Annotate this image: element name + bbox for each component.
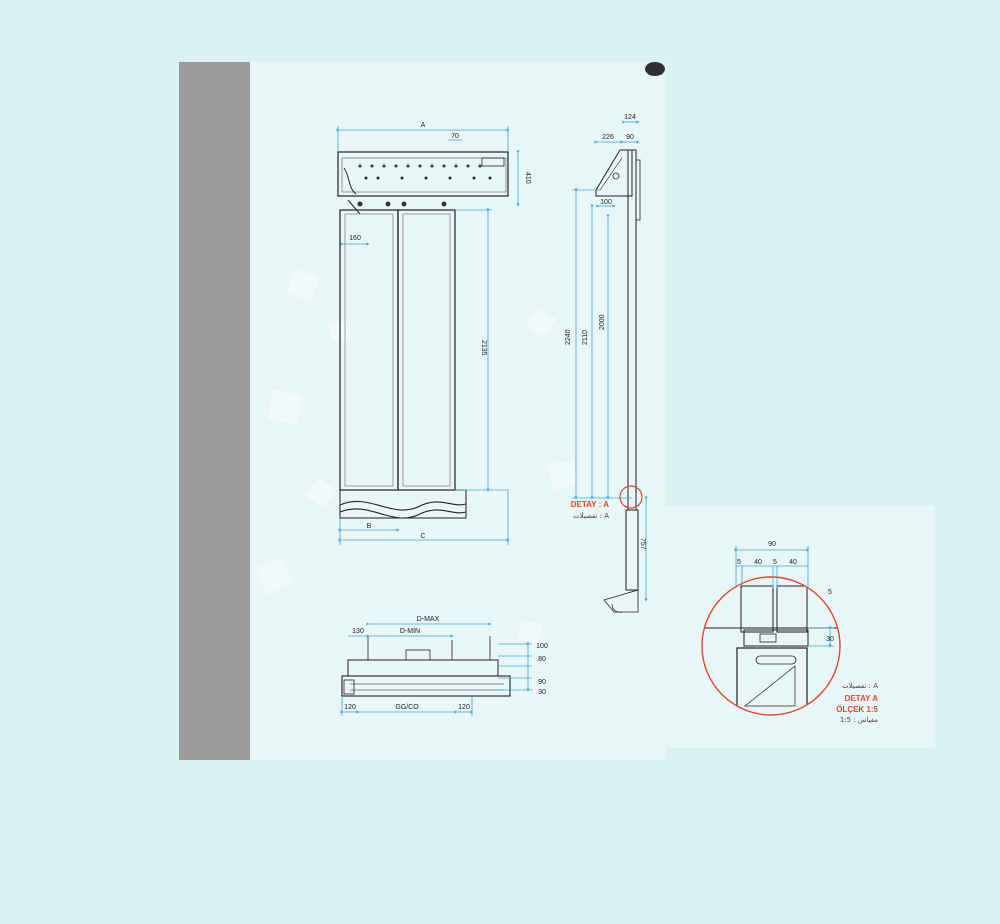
- detail-scale-ar: مقياس : 1:5: [840, 716, 878, 724]
- dim-height-main: 2135: [480, 340, 487, 356]
- plan-view: [341, 636, 511, 697]
- dim-detail-30: 30: [826, 636, 834, 643]
- corner-marker-icon: [645, 62, 665, 76]
- door-right: [397, 209, 456, 491]
- dim-side-2000: 2000: [599, 314, 606, 330]
- dim-bottom-b: B: [367, 523, 372, 530]
- side-strip: [179, 62, 250, 760]
- top-mechanism: [337, 151, 509, 197]
- dim-plan-dmax: D-MAX: [417, 616, 440, 623]
- dim-top-small: 70: [451, 133, 459, 140]
- dim-detail-40a: 40: [754, 559, 762, 566]
- detail-a-marker: [619, 485, 643, 509]
- dim-side-124: 124: [624, 114, 636, 121]
- dim-plan-90: 90: [538, 679, 546, 686]
- detail-a-label-ar: تفصيلات : A: [573, 512, 609, 520]
- dim-side-100: 100: [600, 199, 612, 206]
- detail-panel: [663, 506, 935, 748]
- dim-side-757: 757: [639, 538, 646, 550]
- dim-side-90: 90: [626, 134, 634, 141]
- dim-height-top: 410: [524, 172, 531, 184]
- detail-a-label: DETAY : A: [571, 500, 609, 509]
- dim-plan-ggco: GG/CO: [395, 704, 419, 711]
- dim-left-offset: 160: [349, 235, 361, 242]
- dim-plan-30: 30: [538, 689, 546, 696]
- dim-plan-80: 80: [538, 656, 546, 663]
- dim-plan-120-left: 120: [344, 704, 356, 711]
- detail-scale: ÖLÇEK 1:5: [836, 705, 878, 714]
- drawing-sheet: [250, 62, 666, 760]
- side-dimensions: [572, 120, 648, 602]
- dim-plan-120-right: 120: [458, 704, 470, 711]
- dim-side-226: 226: [602, 134, 614, 141]
- dim-plan-130: 130: [352, 628, 364, 635]
- plan-dimensions: [340, 622, 532, 716]
- door-left: [339, 209, 399, 491]
- dim-detail-5a: 5: [737, 559, 741, 566]
- dim-plan-100: 100: [536, 643, 548, 650]
- side-view: [595, 149, 641, 613]
- dim-detail-5-right: 5: [828, 589, 832, 596]
- dim-plan-dmin: D-MİN: [400, 626, 420, 635]
- dim-bottom-c: C: [420, 533, 425, 540]
- front-view: [337, 151, 509, 519]
- dim-side-2110: 2110: [582, 330, 589, 345]
- detail-title: DETAY A: [845, 694, 879, 703]
- detail-dimensions: [734, 546, 834, 648]
- detail-label-ar: تفصيلات : A: [842, 682, 878, 690]
- dim-detail-5b: 5: [773, 559, 777, 566]
- detail-a: [701, 576, 841, 716]
- front-dimensions: [336, 126, 520, 545]
- dim-detail-40b: 40: [789, 559, 797, 566]
- dim-width-a: A: [421, 122, 426, 129]
- dim-side-2240: 2240: [565, 329, 572, 345]
- dim-detail-90: 90: [768, 541, 776, 548]
